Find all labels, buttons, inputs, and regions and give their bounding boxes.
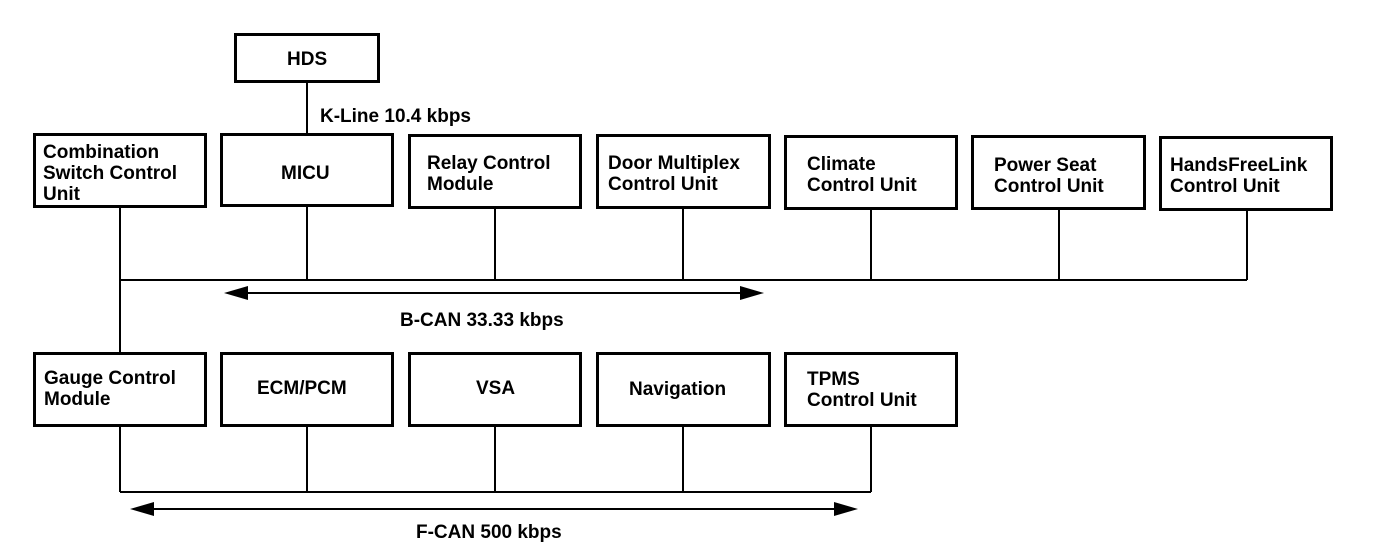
handsfreelink-control-unit-box: HandsFreeLink Control Unit [1159, 136, 1333, 211]
climate-control-unit-box: Climate Control Unit [784, 135, 958, 210]
navigation-box: Navigation [596, 352, 771, 427]
ecm-pcm-box: ECM/PCM [220, 352, 394, 427]
tpms-control-unit-label: TPMS Control Unit [807, 369, 917, 411]
combination-switch-control-unit-box: Combination Switch Control Unit [33, 133, 207, 208]
k-line-label: K-Line 10.4 kbps [320, 106, 471, 127]
relay-control-module-label: Relay Control Module [427, 153, 551, 195]
hds-box: HDS [234, 33, 380, 83]
hds-label: HDS [287, 49, 328, 70]
ecm-pcm-label: ECM/PCM [257, 378, 347, 399]
combination-switch-control-unit-label: Combination Switch Control Unit [43, 142, 178, 205]
micu-box: MICU [220, 133, 394, 207]
power-seat-control-unit-box: Power Seat Control Unit [971, 135, 1146, 210]
gauge-control-module-label: Gauge Control Module [44, 368, 176, 410]
power-seat-control-unit-label: Power Seat Control Unit [994, 155, 1104, 197]
handsfreelink-control-unit-label: HandsFreeLink Control Unit [1170, 155, 1308, 197]
vsa-label: VSA [476, 378, 516, 399]
climate-control-unit-label: Climate Control Unit [807, 154, 917, 196]
tpms-control-unit-box: TPMS Control Unit [784, 352, 958, 427]
micu-label: MICU [281, 163, 330, 184]
door-multiplex-control-unit-box: Door Multiplex Control Unit [596, 134, 771, 209]
gauge-control-module-box: Gauge Control Module [33, 352, 207, 427]
navigation-label: Navigation [629, 379, 727, 400]
f-can-label: F-CAN 500 kbps [416, 522, 562, 543]
door-multiplex-control-unit-label: Door Multiplex Control Unit [608, 153, 740, 195]
relay-control-module-box: Relay Control Module [408, 134, 582, 209]
b-can-label: B-CAN 33.33 kbps [400, 310, 564, 331]
vsa-box: VSA [408, 352, 582, 427]
